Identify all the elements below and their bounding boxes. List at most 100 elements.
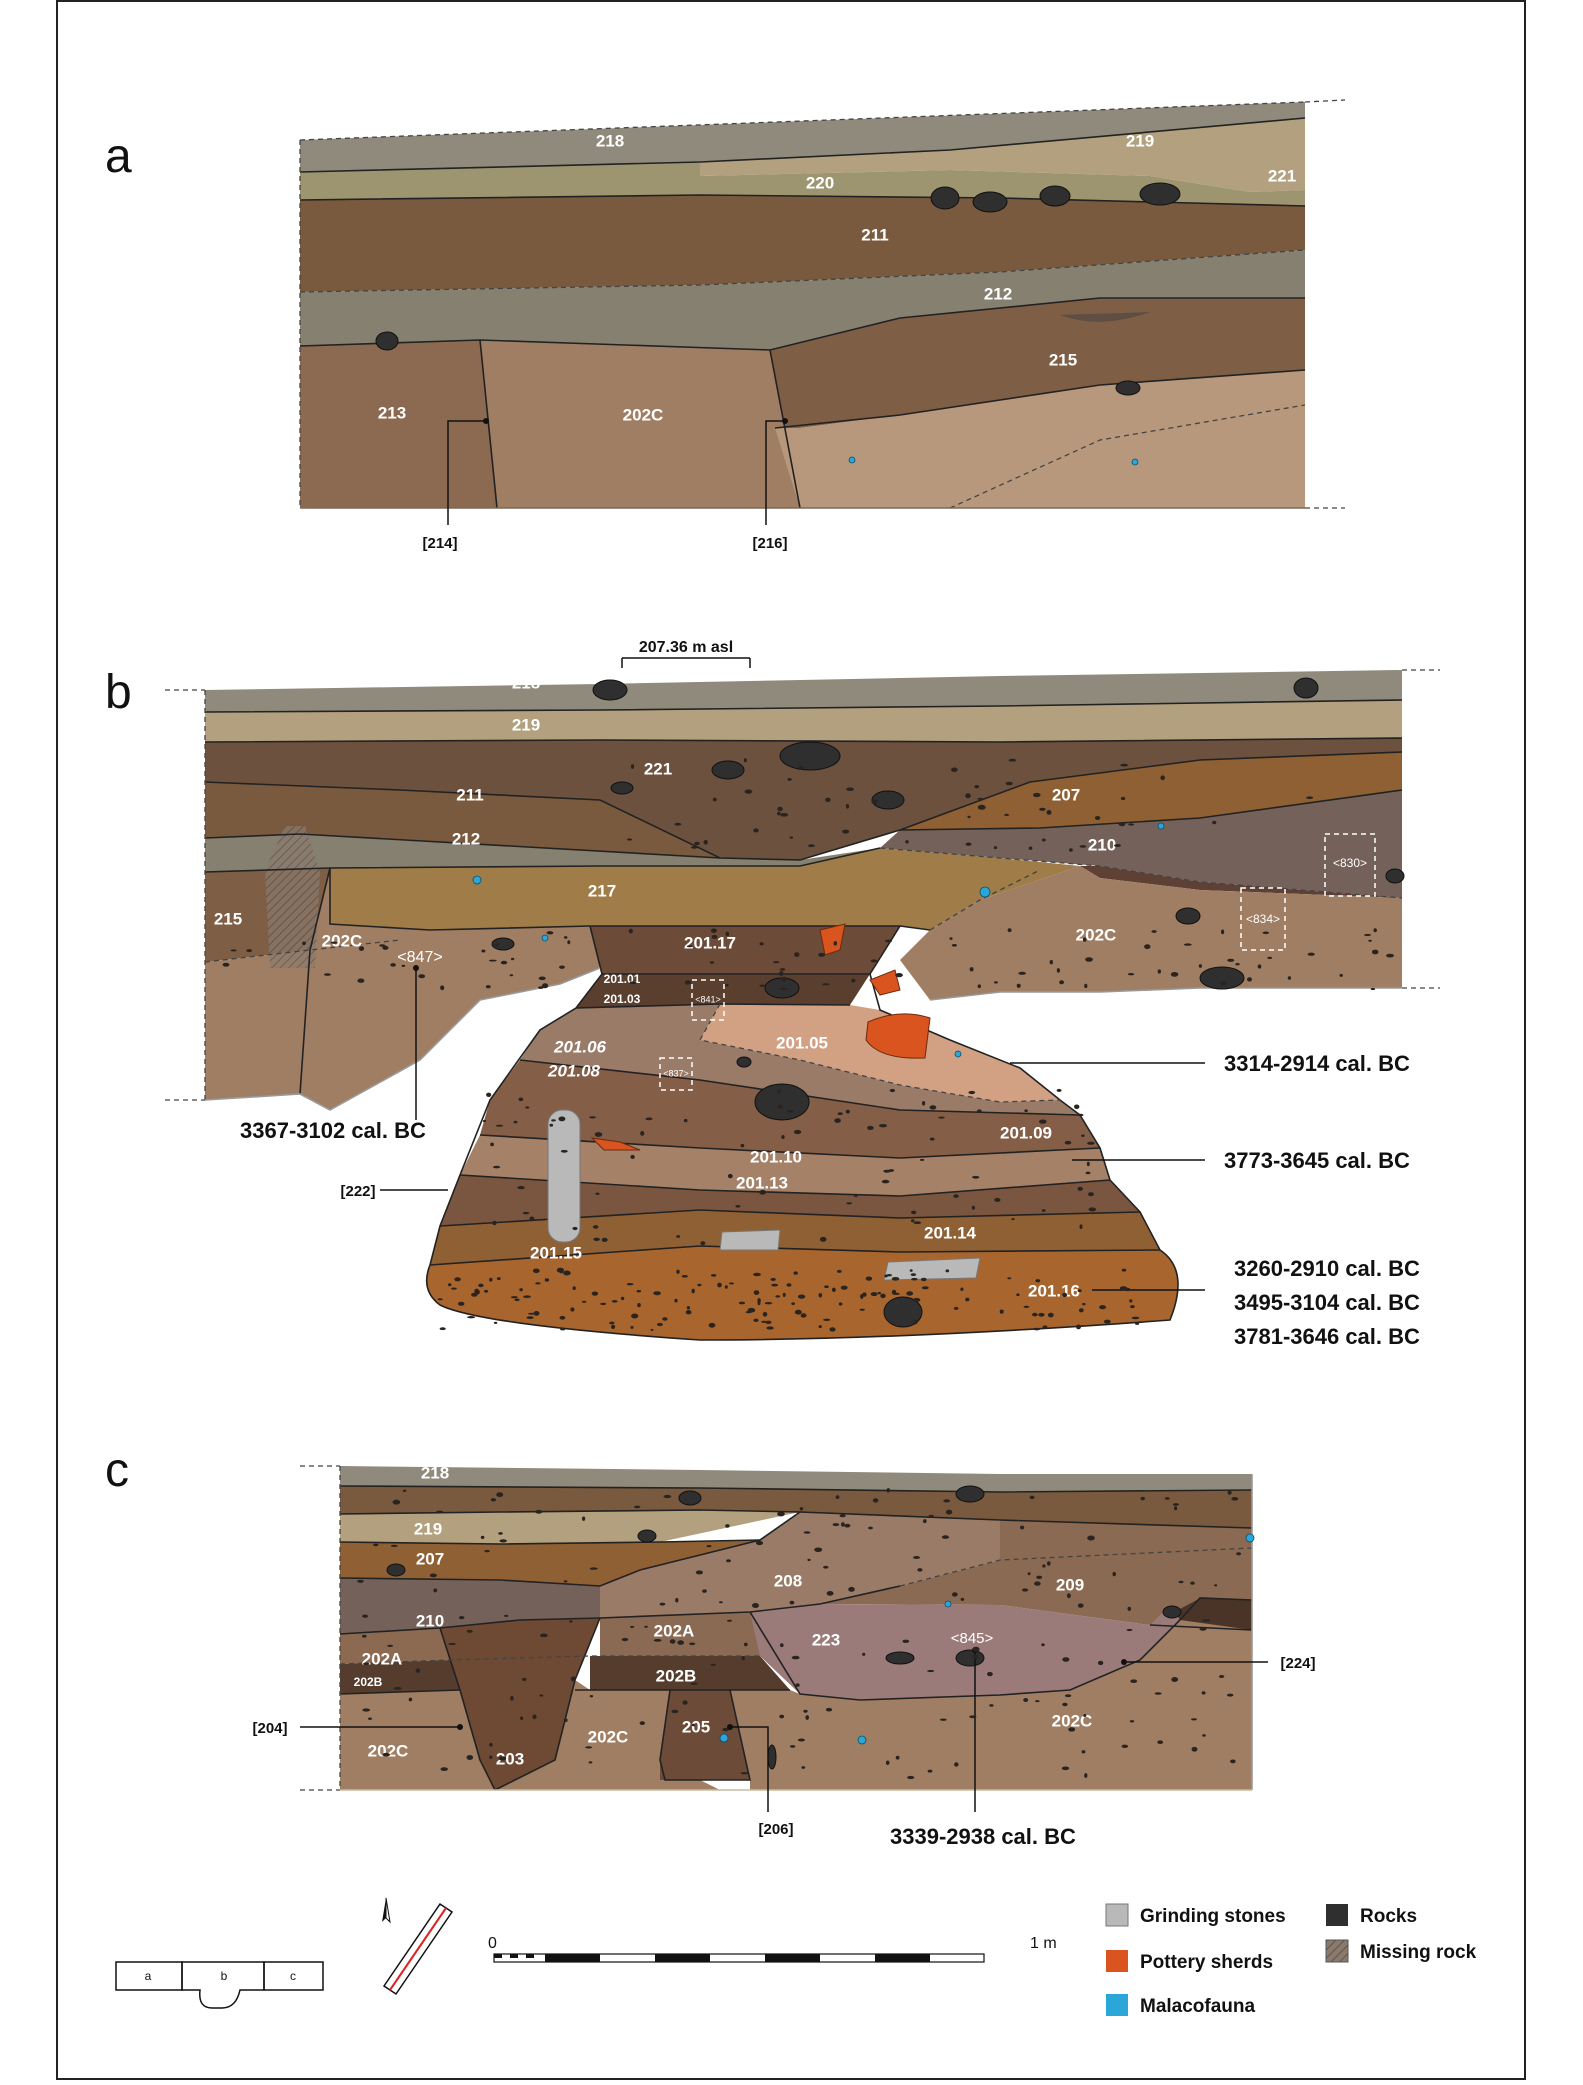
- gravel-dot: [634, 1505, 641, 1509]
- gravel-dot: [1236, 1552, 1242, 1556]
- gravel-dot: [911, 1210, 917, 1215]
- layer-label-219: 219: [1126, 131, 1154, 150]
- gravel-dot: [1039, 807, 1046, 811]
- rock: [955, 1485, 985, 1503]
- gravel-dot: [1339, 973, 1343, 977]
- gravel-dot: [844, 1523, 851, 1528]
- gravel-dot: [968, 1090, 976, 1095]
- gravel-dot: [886, 1274, 892, 1277]
- gravel-dot: [640, 1131, 645, 1136]
- gravel-dot: [960, 1597, 965, 1601]
- gravel-dot: [1218, 1675, 1225, 1678]
- gravel-dot: [967, 815, 971, 819]
- gravel-dot: [1088, 1207, 1097, 1212]
- gravel-dot: [1247, 977, 1252, 982]
- date-3781-3646: 3781-3646 cal. BC: [1234, 1324, 1420, 1349]
- rock: [1175, 907, 1201, 925]
- rock: [871, 790, 905, 810]
- layer-212-a: [300, 250, 1305, 350]
- gravel-dot: [835, 1495, 840, 1499]
- gravel-dot: [960, 1287, 964, 1291]
- layer-label-207: 207: [416, 1549, 444, 1568]
- layer-label-201-10: 201.10: [750, 1147, 802, 1166]
- gravel-dot: [888, 1169, 895, 1172]
- gravel-dot: [837, 1112, 843, 1116]
- gravel-dot: [782, 1292, 786, 1297]
- gravel-dot: [1144, 944, 1151, 950]
- gravel-dot: [659, 1602, 666, 1606]
- gravel-dot: [570, 1307, 575, 1312]
- layer-201-06-08: [520, 1004, 1080, 1115]
- rock: [592, 679, 628, 701]
- layer-label-202b-left: 202B: [354, 1675, 383, 1689]
- gravel-dot: [246, 949, 253, 953]
- gravel-dot: [671, 1709, 679, 1714]
- gravel-dot: [907, 1775, 915, 1780]
- gravel-dot: [478, 1283, 484, 1288]
- scale-end: 1 m: [1030, 1935, 1057, 1952]
- gravel-dot: [1049, 960, 1054, 965]
- gravel-dot: [727, 1173, 733, 1179]
- layer-219-c: [340, 1510, 800, 1544]
- gravel-dot: [879, 1124, 887, 1128]
- gravel-dot: [972, 1654, 979, 1660]
- gravel-dot: [532, 1268, 540, 1274]
- gravel-dot: [1016, 1293, 1020, 1296]
- gravel-dot: [753, 1290, 760, 1295]
- gravel-dot: [1005, 781, 1013, 786]
- gravel-dot: [1307, 952, 1315, 956]
- gravel-dot: [1082, 937, 1087, 942]
- gravel-dot: [791, 1655, 800, 1660]
- gravel-dot: [814, 1547, 823, 1553]
- gravel-dot: [989, 1704, 994, 1707]
- gravel-dot: [440, 985, 445, 991]
- gravel-dot: [302, 941, 306, 946]
- gravel-dot: [1032, 1312, 1038, 1317]
- gravel-dot: [1121, 1268, 1127, 1272]
- gravel-dot: [920, 1277, 927, 1282]
- rock: [386, 1563, 406, 1577]
- date-3260-2910: 3260-2910 cal. BC: [1234, 1256, 1420, 1281]
- gravel-dot: [1120, 796, 1126, 801]
- gravel-dot: [382, 945, 389, 950]
- malacofauna: [541, 934, 549, 942]
- gravel-dot: [818, 1293, 823, 1298]
- layer-label-210: 210: [416, 1611, 444, 1630]
- gravel-dot: [415, 1668, 421, 1673]
- gravel-dot: [676, 1269, 680, 1274]
- gravel-dot: [837, 1269, 842, 1273]
- gravel-dot: [943, 1499, 950, 1503]
- gravel-dot: [865, 1276, 873, 1281]
- gravel-dot: [674, 822, 682, 826]
- cut-label-222: [222]: [340, 1183, 375, 1200]
- gravel-dot: [724, 983, 729, 987]
- gravel-dot: [600, 1302, 607, 1306]
- gravel-dot: [841, 1522, 845, 1527]
- gravel-dot: [702, 1589, 707, 1593]
- gravel-dot: [845, 803, 850, 809]
- layer-218-b: [205, 670, 1402, 712]
- gravel-dot: [684, 980, 692, 985]
- gravel-dot: [546, 931, 554, 935]
- north-arrow-icon: [382, 1897, 454, 1996]
- layer-202c-left-c: [340, 1690, 495, 1790]
- gravel-dot: [773, 961, 780, 964]
- gravel-dot: [520, 1716, 524, 1720]
- gravel-dot: [1363, 933, 1372, 937]
- gravel-dot: [572, 1226, 578, 1231]
- gravel-dot: [466, 1755, 474, 1760]
- layer-202b-mid-c: [590, 1656, 790, 1690]
- gravel-dot: [1371, 949, 1379, 955]
- figure-frame: [56, 0, 1526, 2080]
- gravel-dot: [358, 946, 365, 951]
- layer-label-202a-left: 202A: [362, 1649, 403, 1668]
- layer-label-202c-2: 202C: [588, 1727, 629, 1746]
- gravel-dot: [357, 1579, 364, 1583]
- gravel-dot: [913, 1556, 920, 1559]
- gravel-dot: [1028, 846, 1033, 850]
- layer-label-209: 209: [1056, 1575, 1084, 1594]
- gravel-dot: [1227, 1693, 1234, 1697]
- gravel-dot: [789, 836, 793, 839]
- gravel-dot: [677, 1640, 684, 1645]
- gravel-dot: [1370, 987, 1376, 991]
